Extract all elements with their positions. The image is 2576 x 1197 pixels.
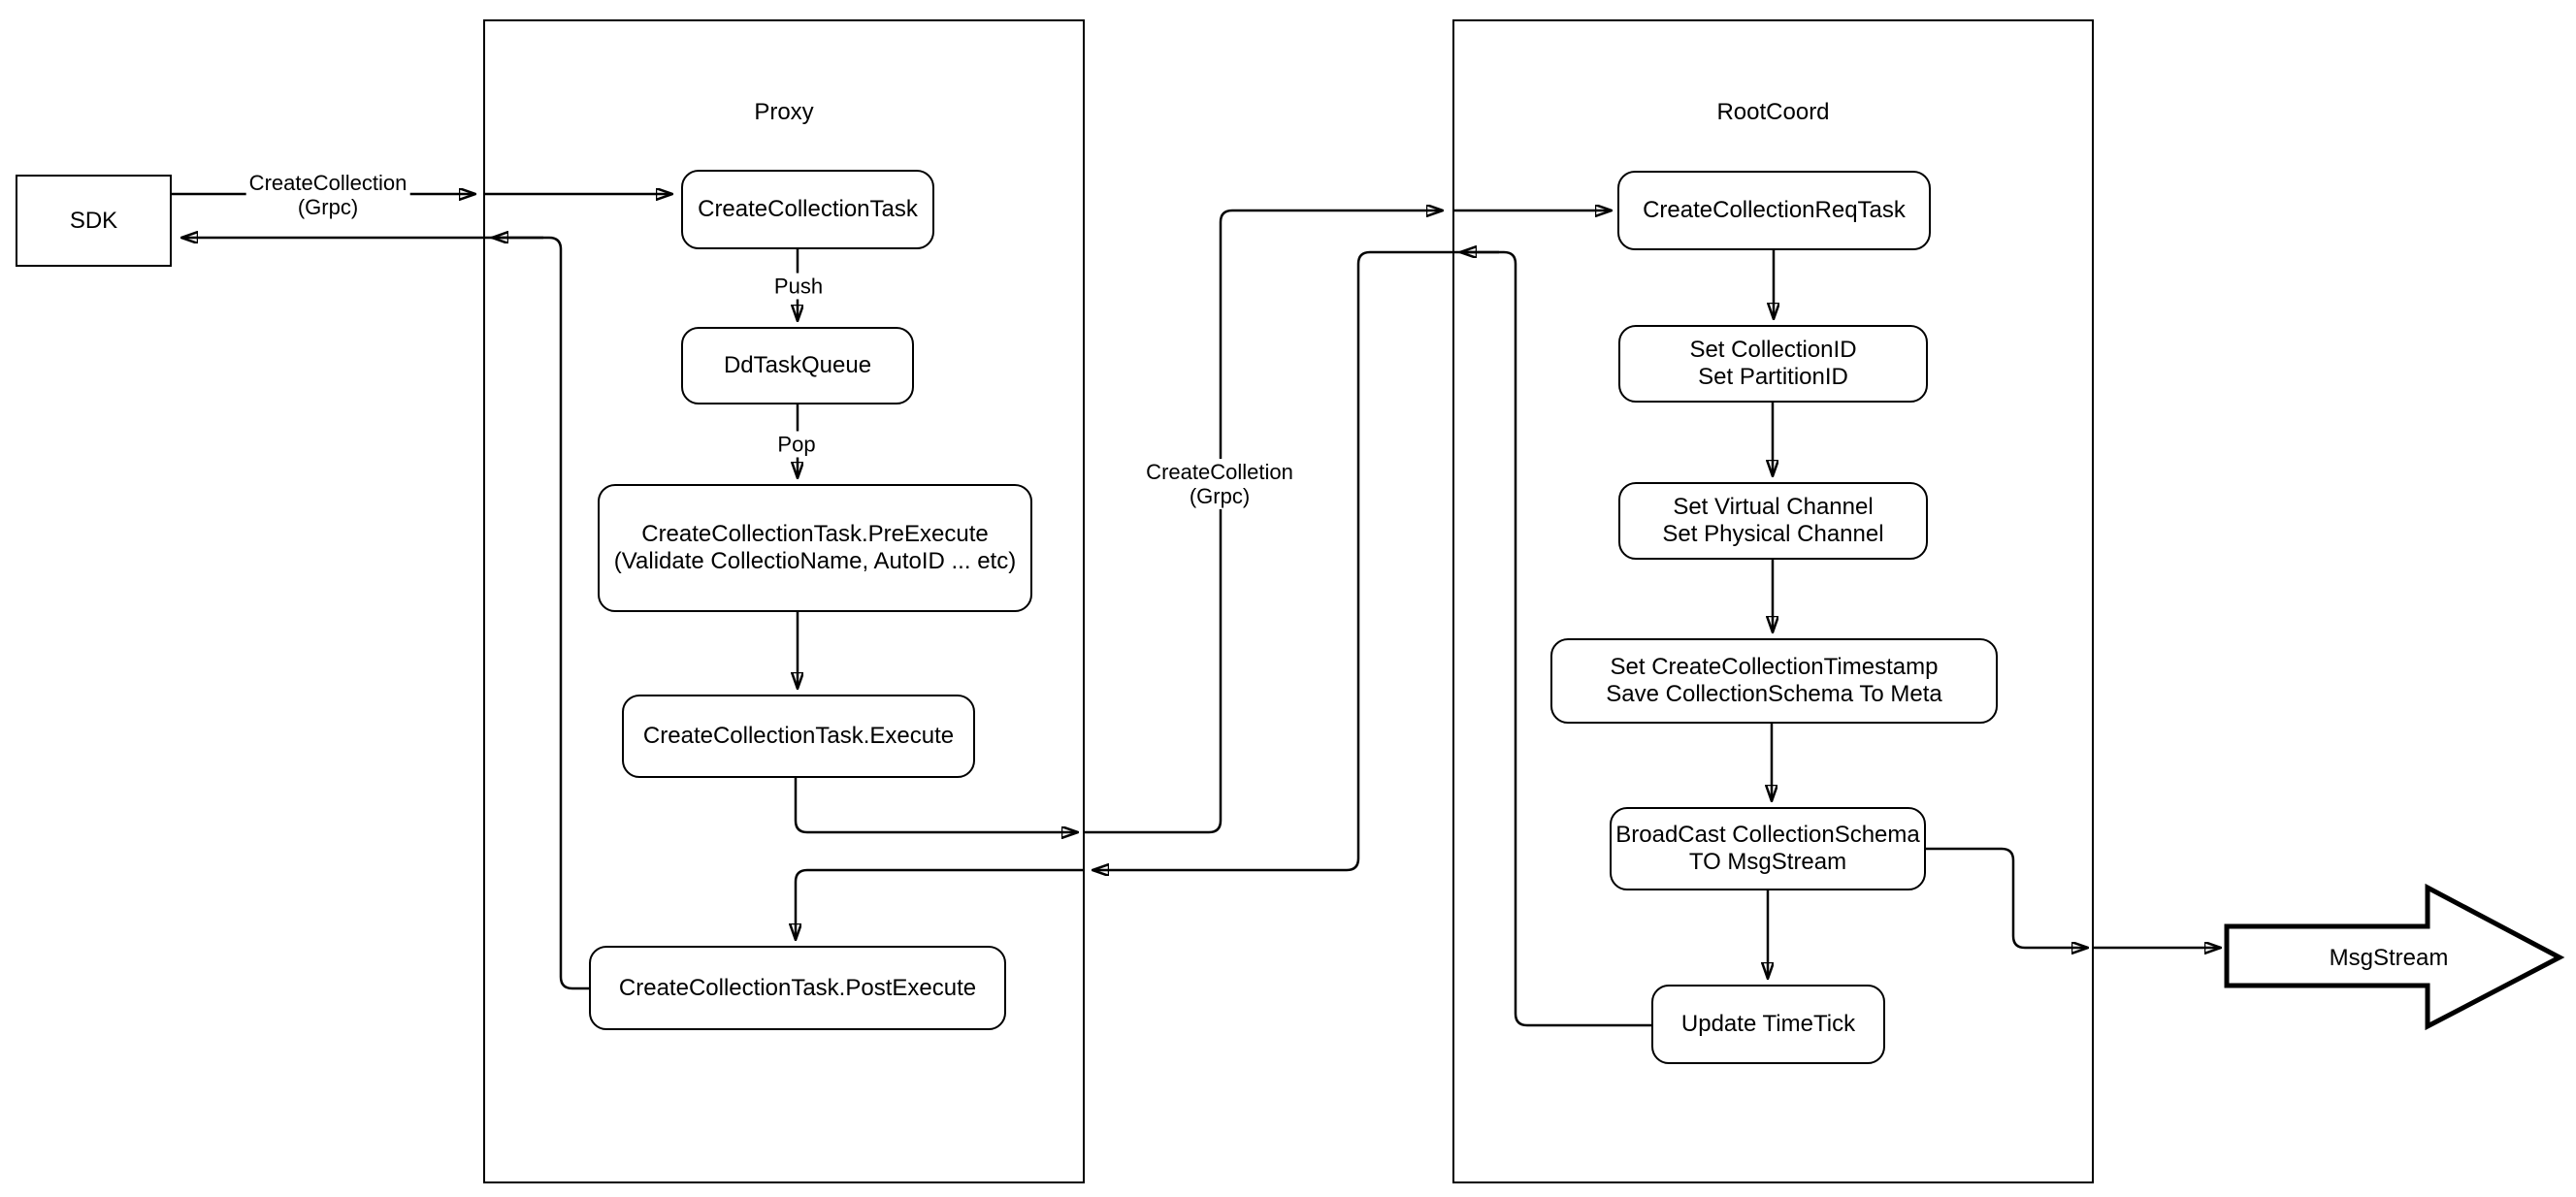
node-post-execute-label: CreateCollectionTask.PostExecute <box>618 974 977 1001</box>
rootcoord-container: RootCoord <box>1452 19 2094 1183</box>
node-pre-execute: CreateCollectionTask.PreExecute (Validat… <box>598 484 1032 612</box>
msgstream-arrow-shape <box>2224 883 2565 1031</box>
edge-timetick-return <box>1093 250 1651 1027</box>
node-set-channels-line2: Set Physical Channel <box>1662 521 1884 547</box>
edge-broadcast-to-border <box>1926 847 2087 948</box>
edge-proxy-to-rootcoord <box>1085 210 1442 834</box>
node-broadcast: BroadCast CollectionSchema TO MsgStream <box>1610 807 1926 890</box>
node-set-channels: Set Virtual Channel Set Physical Channel <box>1618 482 1928 560</box>
edge-label-sdk-call-line2: (Grpc) <box>297 195 359 219</box>
node-set-timestamp-line1: Set CreateCollectionTimestamp <box>1610 654 1939 680</box>
node-set-ids-line1: Set CollectionID <box>1689 337 1857 363</box>
node-execute-label: CreateCollectionTask.Execute <box>642 723 955 749</box>
edge-label-sdk-call: CreateCollection (Grpc) <box>245 170 410 220</box>
node-post-execute: CreateCollectionTask.PostExecute <box>589 946 1006 1030</box>
node-broadcast-line2: TO MsgStream <box>1688 849 1847 875</box>
edge-label-pop: Pop <box>774 431 819 458</box>
msgstream-label: MsgStream <box>2329 945 2449 971</box>
node-set-ids: Set CollectionID Set PartitionID <box>1618 325 1928 403</box>
node-create-collection-task-label: CreateCollectionTask <box>698 196 918 222</box>
node-create-collection-task: CreateCollectionTask <box>681 170 934 249</box>
node-req-task: CreateCollectionReqTask <box>1617 171 1931 250</box>
node-set-channels-line1: Set Virtual Channel <box>1673 494 1874 520</box>
edge-label-push: Push <box>770 273 827 300</box>
node-update-timetick: Update TimeTick <box>1651 985 1885 1064</box>
edge-postexecute-to-sdk <box>182 238 589 990</box>
node-set-timestamp: Set CreateCollectionTimestamp Save Colle… <box>1550 638 1998 724</box>
node-broadcast-line1: BroadCast CollectionSchema <box>1615 822 1920 848</box>
proxy-container: Proxy <box>483 19 1085 1183</box>
node-execute: CreateCollectionTask.Execute <box>622 695 975 778</box>
edge-label-sdk-call-line1: CreateCollection <box>248 171 408 195</box>
node-dd-task-queue-label: DdTaskQueue <box>723 352 872 378</box>
edge-execute-to-proxy-border <box>794 778 1077 832</box>
node-update-timetick-label: Update TimeTick <box>1680 1011 1856 1037</box>
node-pre-execute-line2: (Validate CollectioName, AutoID ... etc) <box>613 548 1017 574</box>
node-sdk-label: SDK <box>69 207 118 234</box>
node-req-task-label: CreateCollectionReqTask <box>1643 197 1906 223</box>
node-pre-execute-line1: CreateCollectionTask.PreExecute <box>641 521 989 547</box>
proxy-title: Proxy <box>754 99 814 125</box>
node-sdk: SDK <box>16 175 172 267</box>
node-set-ids-line2: Set PartitionID <box>1698 364 1848 390</box>
edge-label-proxy-to-root-line2: (Grpc) <box>1189 484 1251 508</box>
rootcoord-title: RootCoord <box>1716 99 1830 125</box>
edge-return-to-postexecute <box>796 868 1085 939</box>
edge-label-proxy-to-root: CreateColletion (Grpc) <box>1143 459 1296 509</box>
node-set-timestamp-line2: Save CollectionSchema To Meta <box>1606 681 1942 707</box>
node-dd-task-queue: DdTaskQueue <box>681 327 914 404</box>
edge-label-proxy-to-root-line1: CreateColletion <box>1146 460 1293 484</box>
